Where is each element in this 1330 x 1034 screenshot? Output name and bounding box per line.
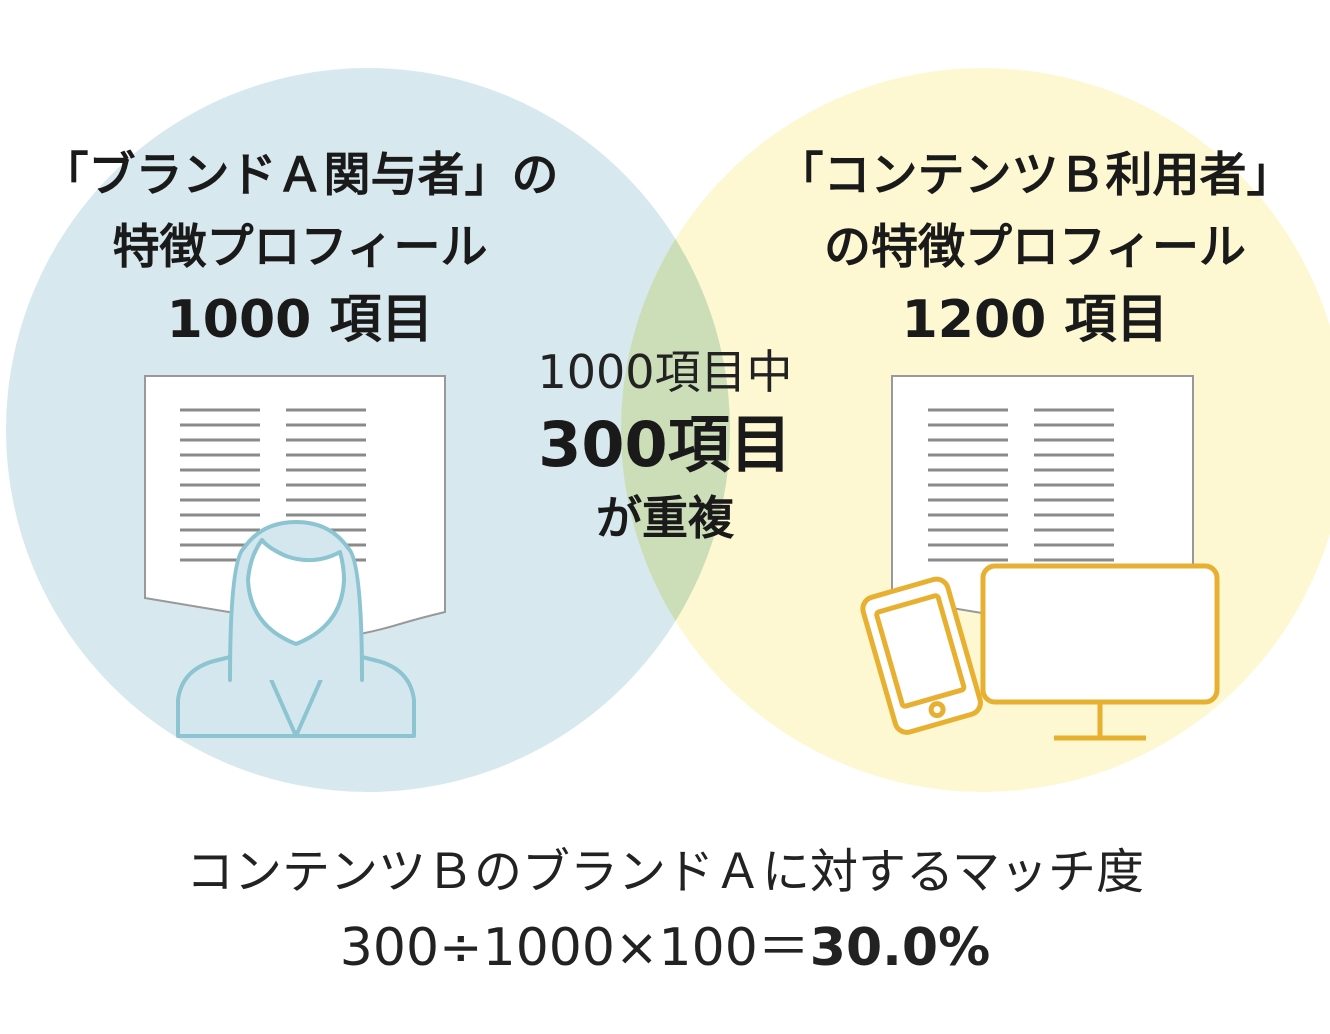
left-set-title-line1: 「ブランドＡ関与者」の [41, 148, 559, 203]
overlap-line3: が重複 [596, 491, 734, 545]
left-set-title-line2: 特徴プロフィール [112, 220, 488, 275]
left-set-label: 「ブランドＡ関与者」の 特徴プロフィール 1000 項目 [20, 140, 580, 356]
left-document-icon [144, 375, 446, 636]
person-icon [176, 520, 416, 738]
right-set-count: 1200 項目 [901, 290, 1169, 350]
overlap-line1: 1000項目中 [537, 345, 793, 399]
devices-icon [860, 563, 1220, 741]
right-set-title-line2: の特徴プロフィール [823, 220, 1247, 275]
right-set-label: 「コンテンツＢ利用者」 の特徴プロフィール 1200 項目 [740, 140, 1330, 356]
match-formula: 300÷1000×100＝30.0% [0, 912, 1330, 984]
overlap-label: 1000項目中 300項目 が重複 [485, 340, 845, 550]
formula-prefix: 300÷1000×100＝ [339, 918, 810, 978]
left-set-count: 1000 項目 [166, 290, 434, 350]
overlap-line2: 300項目 [538, 408, 792, 481]
match-caption: コンテンツＢのブランドＡに対するマッチ度 [185, 844, 1145, 900]
right-set-title-line1: 「コンテンツＢ利用者」 [776, 148, 1294, 203]
formula-result: 30.0% [809, 918, 991, 978]
